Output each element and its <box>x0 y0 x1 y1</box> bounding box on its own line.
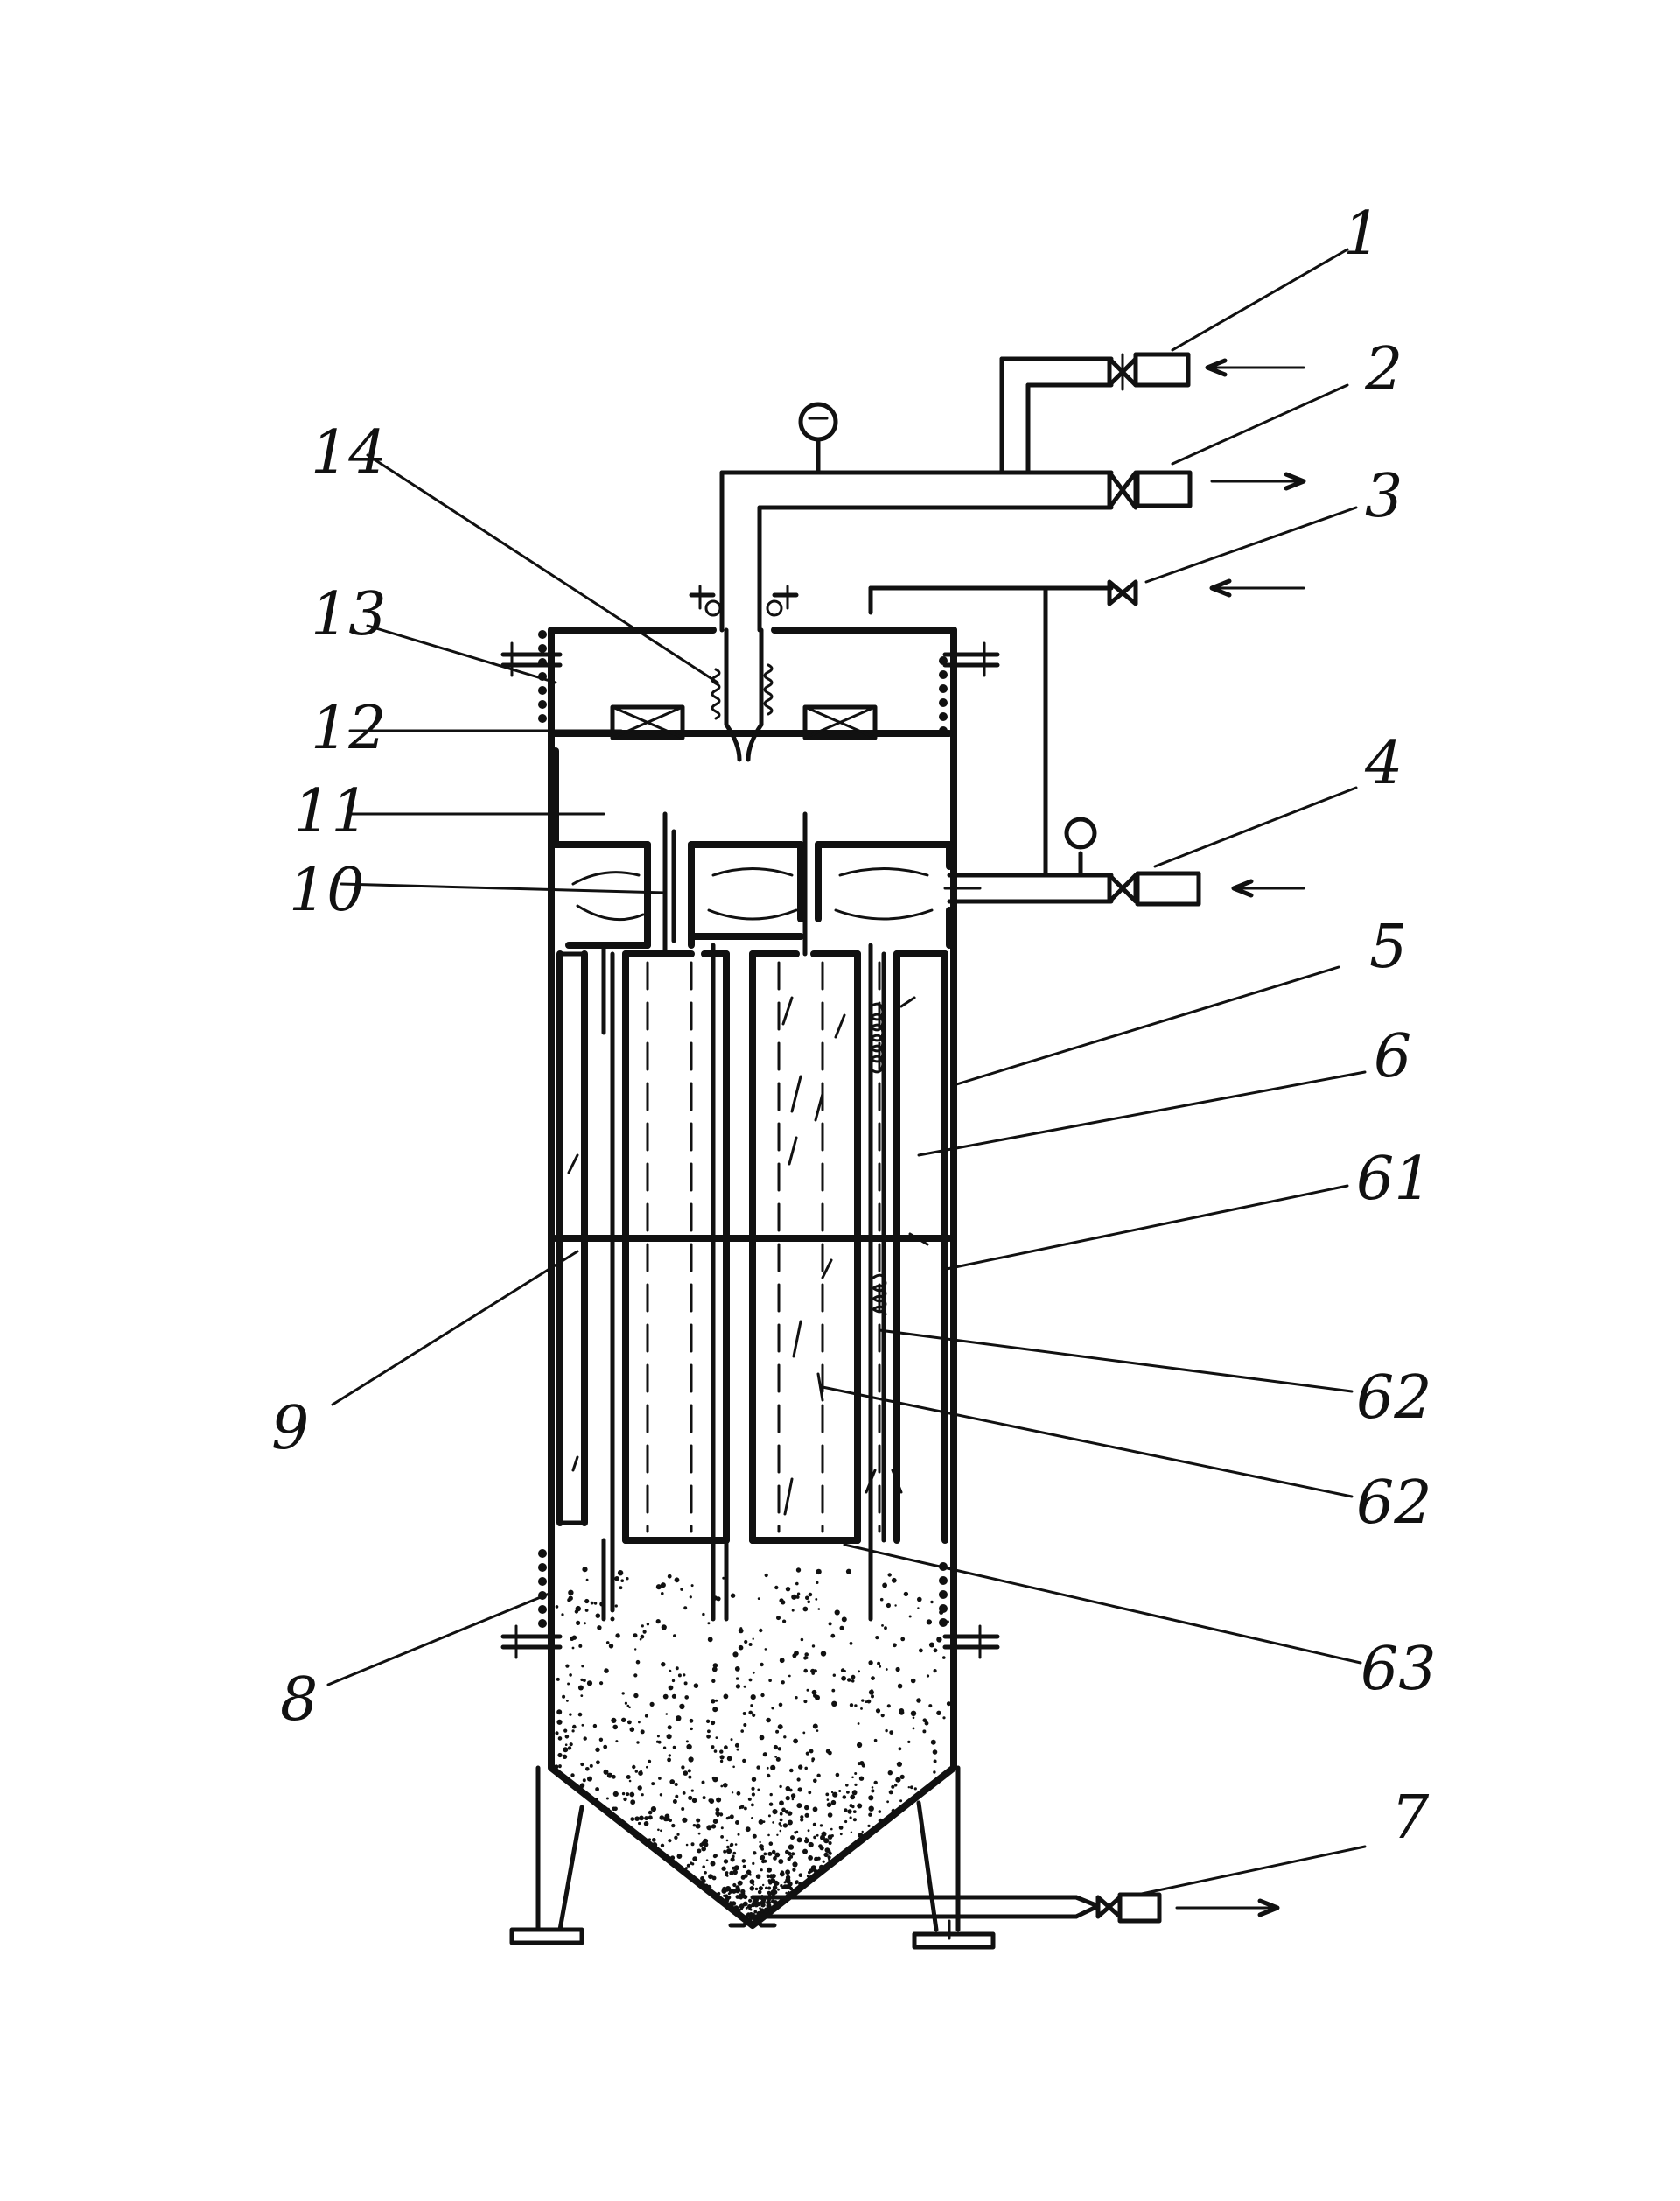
filter-tube-bank <box>552 943 953 1622</box>
label-8: 8 <box>280 1665 318 1735</box>
label-9: 9 <box>271 1394 309 1463</box>
support-legs <box>509 1765 996 1950</box>
label-11: 11 <box>293 777 369 846</box>
top-chamber <box>548 585 953 762</box>
label-2: 2 <box>1364 335 1403 404</box>
label-62-lower: 62 <box>1356 1469 1432 1538</box>
label-62-upper: 62 <box>1356 1363 1432 1433</box>
label-63: 63 <box>1361 1635 1437 1704</box>
piping <box>719 356 1114 1919</box>
part-labels: 1 2 3 4 5 6 61 62 62 63 7 8 9 10 11 12 1… <box>271 200 1437 1853</box>
label-10: 10 <box>289 856 365 925</box>
label-5: 5 <box>1369 913 1407 982</box>
bolt-rows <box>538 630 948 1628</box>
label-14: 14 <box>311 418 387 487</box>
label-6: 6 <box>1374 1022 1411 1091</box>
label-7: 7 <box>1391 1784 1430 1853</box>
flanges <box>500 641 1000 1659</box>
manifold <box>552 747 1114 957</box>
label-13: 13 <box>311 580 387 649</box>
leader-lines <box>326 248 1367 1896</box>
label-4: 4 <box>1364 729 1403 798</box>
label-3: 3 <box>1365 462 1403 531</box>
label-1: 1 <box>1343 200 1381 269</box>
vessel-shell <box>548 627 957 1929</box>
label-61: 61 <box>1356 1145 1432 1214</box>
flow-arrows <box>1175 358 1306 1917</box>
valves <box>1096 352 1201 1924</box>
label-12: 12 <box>311 694 387 763</box>
